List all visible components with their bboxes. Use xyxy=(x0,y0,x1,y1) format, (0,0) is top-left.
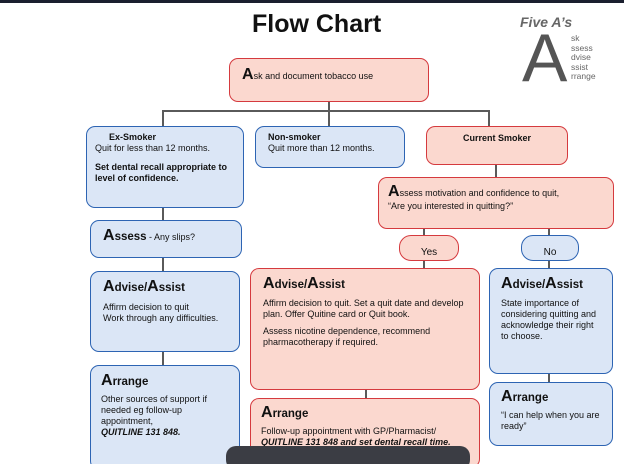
five-as-item: sk xyxy=(571,33,580,43)
arrange-left-node: Arrange Other sources of support if need… xyxy=(90,365,240,464)
media-control-overlay[interactable] xyxy=(226,446,470,464)
ask-node: Ask and document tobacco use xyxy=(229,58,429,102)
connector-line xyxy=(162,258,164,271)
five-as-big-letter: A xyxy=(522,20,568,96)
connector-line xyxy=(423,261,425,268)
assess-slips-word: ssess xyxy=(114,231,147,243)
yes-label: Yes xyxy=(420,247,438,258)
five-as-title: Five A’s xyxy=(520,14,573,30)
five-as-item: dvise xyxy=(571,52,591,63)
advise-assist-right-node: Advise/Assist State importance of consid… xyxy=(489,268,613,374)
five-as-list: sk ssess dvise ssist rrange xyxy=(571,33,596,82)
no-node: No xyxy=(521,235,579,261)
assess-motivation-text: ssess motivation and confidence to quit, xyxy=(399,188,560,198)
arrange-right-para: “I can help when you are ready” xyxy=(501,410,600,431)
assess-motivation-question: “Are you interested in quitting?” xyxy=(388,201,514,211)
arrange-mid-line1: Follow-up appointment with GP/Pharmacist… xyxy=(261,426,437,436)
no-label: No xyxy=(543,247,557,258)
connector-line xyxy=(162,352,164,365)
arrange-mid-line2: QUITLINE 131 848 and set dental recall t… xyxy=(261,437,451,447)
ask-text: sk and document tobacco use xyxy=(253,71,374,81)
assist-word: ssist xyxy=(318,279,345,291)
ex-smoker-line: Quit for less than 12 months. xyxy=(95,143,211,153)
five-as-item: ssist xyxy=(571,61,588,72)
advise-left-line1: Affirm decision to quit xyxy=(103,302,189,312)
arrange-word: rrange xyxy=(112,376,149,388)
assess-slips-question: - Any slips? xyxy=(146,232,196,242)
connector-line xyxy=(495,165,497,177)
advise-word: dvise/ xyxy=(274,279,308,291)
advise-right-para: State importance of considering quitting… xyxy=(501,298,597,341)
connector-line xyxy=(162,110,488,112)
advise-initial: A xyxy=(103,278,115,295)
advise-assist-left-node: Advise/Assist Affirm decision to quit Wo… xyxy=(90,271,240,352)
assist-word: ssist xyxy=(556,279,583,291)
assist-initial: A xyxy=(545,275,557,292)
advise-initial: A xyxy=(263,275,275,292)
connector-line xyxy=(365,390,367,398)
non-smoker-heading: Non-smoker xyxy=(268,132,321,142)
connector-line xyxy=(548,374,550,382)
advise-initial: A xyxy=(501,275,513,292)
current-smoker-heading: Current Smoker xyxy=(462,133,532,143)
arrange-initial: A xyxy=(261,404,273,421)
ex-smoker-heading: Ex-Smoker xyxy=(109,132,157,142)
advise-mid-para1: Affirm decision to quit. Set a quit date… xyxy=(263,298,464,319)
connector-line xyxy=(548,229,550,235)
arrange-initial: A xyxy=(101,372,113,389)
arrange-word: rrange xyxy=(512,392,549,404)
ex-smoker-node: Ex-Smoker Quit for less than 12 months. … xyxy=(86,126,244,208)
connector-line xyxy=(488,110,490,126)
assess-slips-node: Assess - Any slips? xyxy=(90,220,242,258)
five-as-item: ssess xyxy=(571,42,593,53)
non-smoker-node: Non-smoker Quit more than 12 months. xyxy=(255,126,405,168)
assist-initial: A xyxy=(147,278,159,295)
assist-word: ssist xyxy=(158,282,185,294)
assist-initial: A xyxy=(307,275,319,292)
connector-line xyxy=(162,208,164,220)
arrange-left-para: Other sources of support if needed eg fo… xyxy=(101,394,208,426)
non-smoker-line: Quit more than 12 months. xyxy=(268,143,375,153)
assess-motivation-initial: A xyxy=(388,183,400,200)
connector-line xyxy=(328,110,330,126)
arrange-word: rrange xyxy=(272,408,309,420)
ask-initial: A xyxy=(242,66,254,83)
current-smoker-node: Current Smoker xyxy=(426,126,568,165)
five-as-item: rrange xyxy=(571,71,596,82)
advise-word: dvise/ xyxy=(512,279,546,291)
connector-line xyxy=(423,229,425,235)
arrange-left-quitline: QUITLINE 131 848. xyxy=(101,427,181,437)
yes-node: Yes xyxy=(399,235,459,261)
arrange-initial: A xyxy=(501,388,513,405)
connector-line xyxy=(548,261,550,268)
ex-smoker-recall: Set dental recall appropriate to level o… xyxy=(95,162,228,183)
page-title: Flow Chart xyxy=(252,10,382,38)
advise-word: dvise/ xyxy=(114,282,148,294)
top-bar xyxy=(0,0,624,3)
advise-left-line2: Work through any difficulties. xyxy=(103,313,219,323)
connector-line xyxy=(162,110,164,126)
assess-slips-initial: A xyxy=(103,227,115,244)
connector-line xyxy=(328,102,330,110)
arrange-right-node: Arrange “I can help when you are ready” xyxy=(489,382,613,446)
advise-assist-mid-node: Advise/Assist Affirm decision to quit. S… xyxy=(250,268,480,390)
advise-mid-para2: Assess nicotine dependence, recommend ph… xyxy=(263,326,431,347)
five-as-legend: Five A’s A sk ssess dvise ssist rrange xyxy=(508,12,624,92)
assess-motivation-node: Assess motivation and confidence to quit… xyxy=(378,177,614,229)
